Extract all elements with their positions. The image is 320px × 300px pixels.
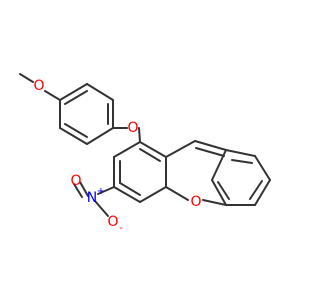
molecule-canvas: O O O N + O O - bbox=[19, 73, 271, 234]
bond-ring2-f bbox=[113, 141, 141, 158]
atom-nitro-nitrogen: N bbox=[87, 190, 97, 206]
atom-nitro-oxygen-bottom: O bbox=[107, 214, 118, 230]
bond-ring2-d bbox=[113, 186, 141, 203]
bond-ring3-e bbox=[211, 179, 227, 206]
atom-ether-oxygen: O bbox=[127, 120, 138, 136]
bond-ring2-double-2 bbox=[119, 182, 141, 196]
bond-ring3-c bbox=[254, 179, 271, 206]
charge-nitro-nitrogen: + bbox=[97, 186, 105, 197]
bond-ring3-double-1 bbox=[231, 159, 253, 164]
structure-diagram: O O O N + O O - bbox=[19, 73, 271, 234]
bond-ring1-b bbox=[86, 83, 114, 101]
bond-ring-nitro bbox=[97, 186, 115, 195]
bond-ring3-double-2 bbox=[249, 180, 263, 200]
bond-o-aryl bbox=[44, 90, 61, 101]
bond-nitro-o-bottom bbox=[94, 200, 109, 217]
bond-bridge-1 bbox=[165, 140, 196, 158]
bond-ring3-f bbox=[211, 149, 227, 181]
bond-ring2-a bbox=[139, 141, 167, 158]
bond-ring2-double-1 bbox=[139, 148, 161, 162]
bond-ring1-d bbox=[86, 127, 114, 145]
bond-ring2-c bbox=[139, 186, 167, 203]
atom-ring-oxygen: O bbox=[190, 194, 201, 210]
bond-ring1-e bbox=[59, 127, 88, 145]
bond-nitro-o-top-double bbox=[73, 183, 83, 198]
bond-ring1-a bbox=[59, 83, 88, 101]
bond-ring3-b bbox=[254, 155, 271, 181]
bond-bridge-double bbox=[195, 147, 225, 157]
atom-methoxy-oxygen: O bbox=[33, 78, 44, 94]
bond-ring1-double-3 bbox=[64, 123, 88, 138]
bond-ring-o-left bbox=[165, 186, 189, 201]
bond-ether-o-ring2 bbox=[138, 127, 141, 143]
bond-bridge-2 bbox=[194, 140, 227, 151]
bond-ring3-double-3 bbox=[217, 181, 230, 200]
bond-ring-o-right bbox=[202, 199, 227, 206]
bond-ring1-double-1 bbox=[64, 90, 88, 105]
atom-nitro-oxygen-top: O bbox=[70, 173, 81, 189]
bond-methyl-o bbox=[19, 73, 34, 83]
bond-nitro-o-top bbox=[79, 181, 89, 197]
charge-nitro-oxygen: - bbox=[119, 223, 123, 234]
bond-ring3-a bbox=[225, 149, 256, 157]
